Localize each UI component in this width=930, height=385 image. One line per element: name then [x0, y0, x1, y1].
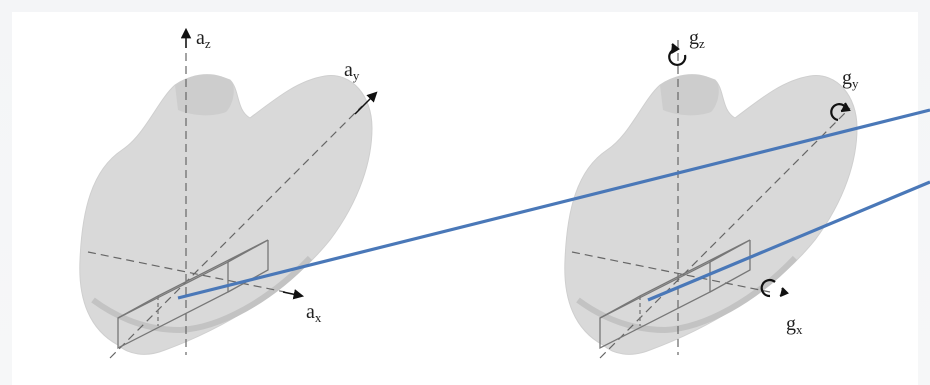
connection-line-gyroscope	[647, 180, 930, 302]
label-ax: ax	[306, 301, 322, 325]
label-gy: gy	[842, 67, 859, 91]
label-ay: ay	[344, 59, 360, 83]
left-axes	[87, 27, 378, 359]
left-sensor-box	[117, 239, 269, 350]
right-axes	[571, 40, 851, 359]
label-gx: gx	[786, 313, 803, 337]
connection-line-accelerometer	[177, 108, 930, 300]
left-shoe	[79, 74, 373, 355]
label-gz: gz	[689, 27, 705, 51]
right-shoe	[564, 74, 858, 355]
rotation-x-icon	[760, 278, 789, 298]
label-az: az	[196, 27, 211, 51]
rotation-y-icon	[830, 102, 851, 122]
right-sensor-box	[599, 239, 751, 350]
sensor-connection-lines	[177, 108, 930, 302]
rotation-z-icon	[668, 43, 687, 66]
